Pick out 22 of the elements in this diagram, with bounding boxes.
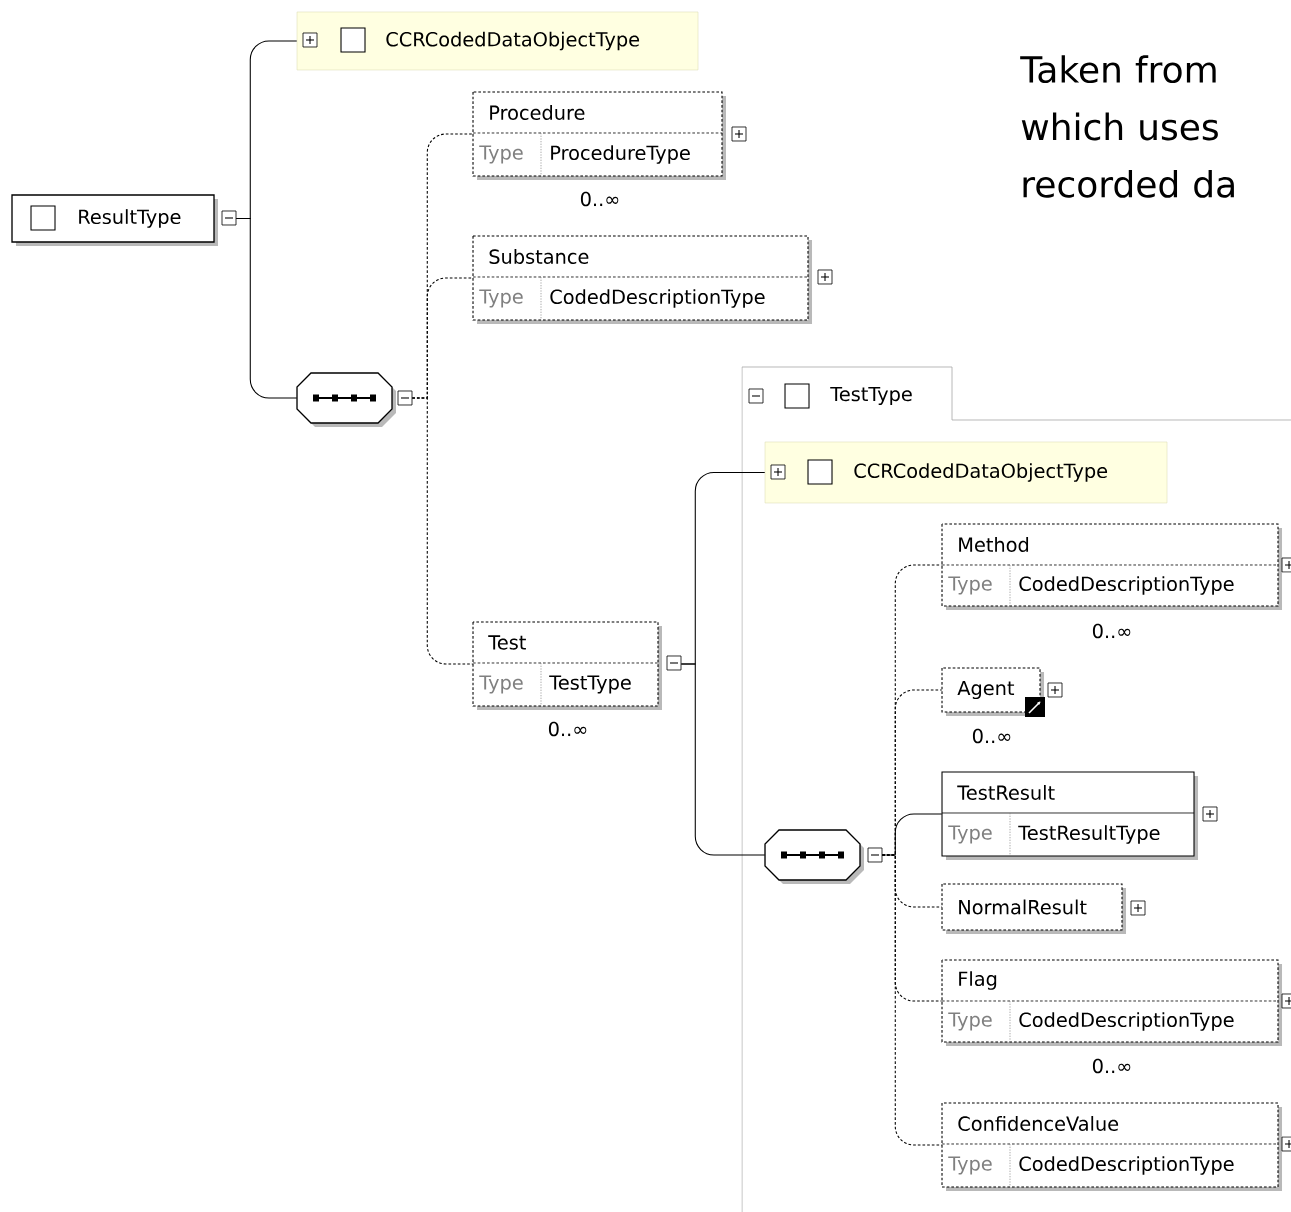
connector-line <box>680 663 766 856</box>
element-box: Procedure Type ProcedureType <box>472 91 726 180</box>
occurrence-label: 0..∞ <box>1092 623 1131 639</box>
element-box: NormalResult <box>941 883 1126 934</box>
connector-line <box>235 217 298 399</box>
occurrence-label: 0..∞ <box>972 728 1011 744</box>
connector-line <box>881 813 943 856</box>
element-box: TestResult Type TestResultType <box>941 771 1198 860</box>
element-box: Test Type TestType <box>472 621 662 710</box>
type-box: ResultType <box>11 194 218 246</box>
element-box: ConfidenceValue Type CodedDescriptionType <box>941 1102 1282 1191</box>
occurrence-label: 0..∞ <box>580 191 619 207</box>
connector-line <box>881 854 943 1146</box>
element-box: Flag Type CodedDescriptionType <box>941 959 1282 1046</box>
connector-line <box>411 397 474 665</box>
occurrence-label: 0..∞ <box>1092 1058 1131 1074</box>
occurrence-label: 0..∞ <box>548 721 587 737</box>
note-text: Taken from which uses recorded da <box>1020 55 1234 198</box>
element-box: Substance Type CodedDescriptionType <box>472 235 812 324</box>
element-box: Method Type CodedDescriptionType <box>941 523 1282 610</box>
type-box: CCRCodedDataObjectType <box>764 441 1168 504</box>
type-box: CCRCodedDataObjectType <box>296 11 699 71</box>
